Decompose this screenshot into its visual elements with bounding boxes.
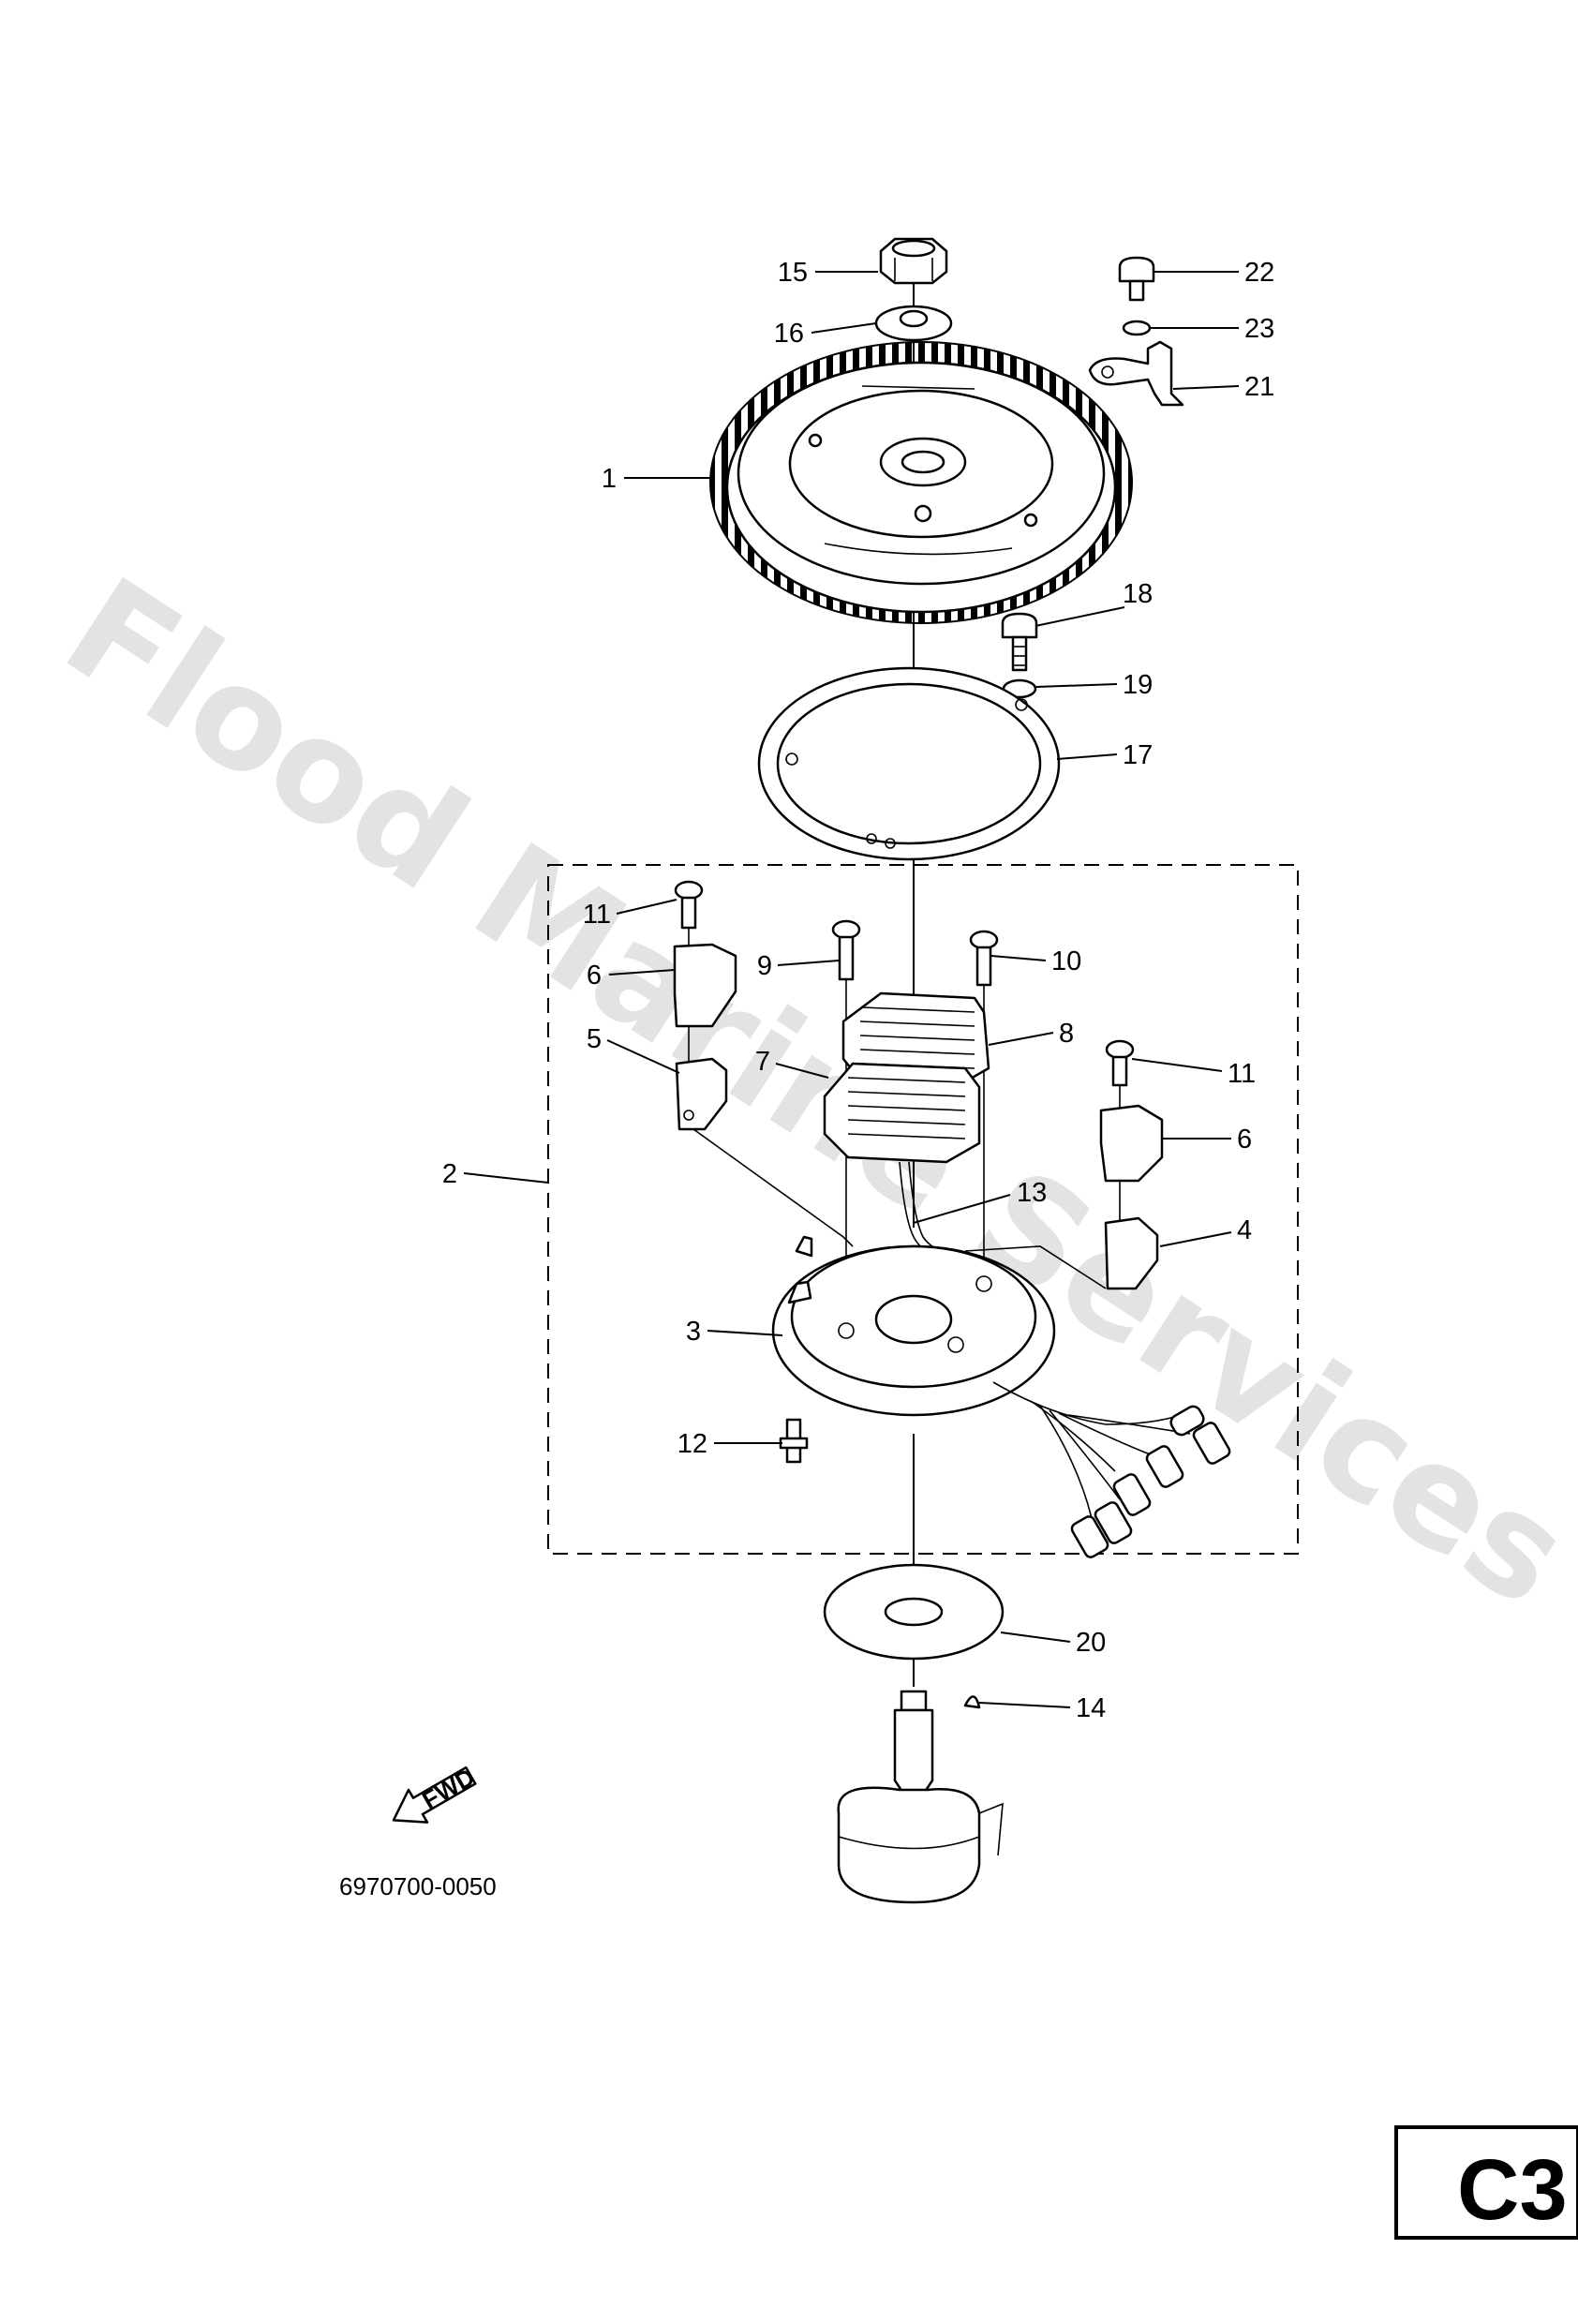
callout-13: 13 xyxy=(913,1178,1047,1224)
callout-12: 12 xyxy=(677,1429,782,1459)
part-coil-cover-6-left xyxy=(673,943,737,1028)
svg-text:C3: C3 xyxy=(1457,2142,1568,2238)
callout-11-right: 11 xyxy=(1131,1058,1256,1089)
part-flywheel-1 xyxy=(709,341,1133,624)
svg-text:12: 12 xyxy=(677,1429,707,1459)
callout-9: 9 xyxy=(757,951,840,981)
part-pulser-coil-4 xyxy=(1104,1216,1159,1290)
svg-text:6: 6 xyxy=(1237,1125,1252,1155)
svg-text:19: 19 xyxy=(1123,670,1153,700)
part-coil-cover-6-right xyxy=(1099,1104,1164,1183)
callout-4: 4 xyxy=(1159,1215,1252,1247)
part-plate-17 xyxy=(757,666,1061,861)
svg-text:22: 22 xyxy=(1244,258,1274,288)
svg-text:4: 4 xyxy=(1237,1215,1252,1245)
svg-text:11: 11 xyxy=(1228,1059,1256,1089)
part-washer-20 xyxy=(823,1563,1005,1661)
callout-21: 21 xyxy=(1172,372,1274,402)
part-key-14 xyxy=(963,1695,981,1709)
svg-text:13: 13 xyxy=(1017,1178,1047,1208)
part-bolt-22 xyxy=(1118,256,1155,302)
svg-text:1: 1 xyxy=(602,464,617,494)
part-stud-12 xyxy=(779,1418,809,1464)
fwd-arrow-icon: FWD xyxy=(392,1763,480,1824)
part-washer-23 xyxy=(1122,320,1152,336)
svg-text:2: 2 xyxy=(442,1159,457,1189)
page-tag: C3 xyxy=(1394,2125,1578,2240)
part-wire-harness xyxy=(992,1381,1231,1558)
callout-14: 14 xyxy=(978,1693,1106,1723)
callout-3: 3 xyxy=(686,1317,783,1347)
callout-17: 17 xyxy=(1056,740,1153,770)
svg-text:11: 11 xyxy=(583,900,611,930)
callout-6-right: 6 xyxy=(1162,1125,1252,1155)
part-pulser-coil-5 xyxy=(675,1057,728,1131)
svg-text:23: 23 xyxy=(1244,314,1274,344)
part-crankshaft xyxy=(837,1690,1004,1904)
svg-text:6: 6 xyxy=(587,961,602,991)
callout-15: 15 xyxy=(778,258,878,288)
svg-text:7: 7 xyxy=(755,1047,770,1077)
svg-text:10: 10 xyxy=(1051,946,1081,976)
svg-text:9: 9 xyxy=(757,951,772,981)
part-screw-11-right xyxy=(1105,1039,1135,1087)
part-stator-base-3 xyxy=(771,1235,1056,1417)
catalog-code: 6970700-0050 xyxy=(339,1872,497,1900)
callout-11-left: 11 xyxy=(583,899,677,930)
svg-text:21: 21 xyxy=(1244,372,1274,402)
part-screw-11-left xyxy=(674,880,704,930)
stator-assembly-box xyxy=(547,864,1299,1555)
callout-22: 22 xyxy=(1154,258,1274,288)
svg-text:18: 18 xyxy=(1123,579,1153,609)
callout-10: 10 xyxy=(990,946,1081,976)
part-bracket-21 xyxy=(1088,340,1184,407)
svg-text:17: 17 xyxy=(1123,740,1153,770)
svg-text:14: 14 xyxy=(1076,1693,1106,1723)
callout-18: 18 xyxy=(1035,579,1153,627)
part-screw-18 xyxy=(1001,612,1038,672)
svg-text:3: 3 xyxy=(686,1317,701,1347)
fwd-label: FWD xyxy=(417,1763,479,1815)
svg-text:8: 8 xyxy=(1059,1019,1074,1049)
part-screw-10 xyxy=(969,930,999,987)
callout-2: 2 xyxy=(442,1159,549,1189)
svg-text:20: 20 xyxy=(1076,1628,1106,1658)
callout-8: 8 xyxy=(988,1019,1074,1049)
callout-5: 5 xyxy=(587,1024,680,1074)
part-washer-16 xyxy=(874,305,953,342)
callout-20: 20 xyxy=(1000,1628,1106,1658)
part-screw-9 xyxy=(831,919,861,981)
svg-text:16: 16 xyxy=(774,319,804,349)
callout-7: 7 xyxy=(755,1047,829,1079)
part-nut-15 xyxy=(879,237,948,285)
callout-16: 16 xyxy=(774,319,877,349)
callout-23: 23 xyxy=(1151,314,1274,344)
callout-6-left: 6 xyxy=(587,961,676,991)
callout-19: 19 xyxy=(1035,670,1153,700)
svg-text:15: 15 xyxy=(778,258,808,288)
callout-1: 1 xyxy=(602,464,712,494)
svg-text:5: 5 xyxy=(587,1024,602,1054)
part-coil-7 xyxy=(823,1062,981,1164)
